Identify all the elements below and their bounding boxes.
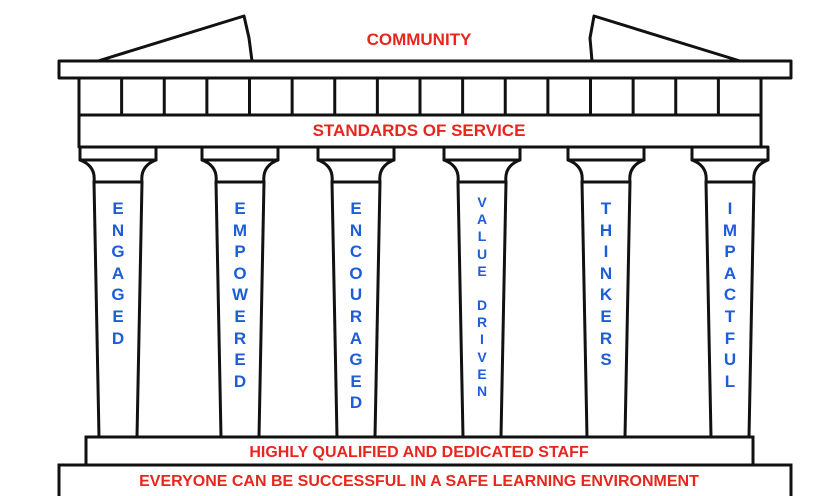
column-letter: N [349,220,363,240]
column-letter: G [111,285,125,305]
column-letter: E [350,371,362,391]
column-letter: H [599,220,613,240]
cornice [57,59,793,80]
column-letter: E [477,365,487,382]
column-letter: K [599,285,613,305]
column-letter: N [476,383,488,400]
column-capital [78,145,158,162]
column-echinus [200,158,280,184]
column-echinus [78,158,158,184]
roof-title: COMMUNITY [366,30,472,49]
column-5 [566,145,646,439]
column-letter: E [600,306,612,326]
column-letter: L [724,371,736,391]
column-letter: M [722,220,738,240]
column-letter: O [233,263,247,283]
foundation-lower-text: EVERYONE CAN BE SUCCESSFUL IN A SAFE LEA… [139,473,699,490]
column-letter: U [476,245,488,262]
column-letter: G [349,350,363,370]
column-letter: R [599,328,613,348]
column-letter: U [723,350,737,370]
column-letter: A [111,263,125,283]
column-letter: R [233,328,247,348]
column-letter: C [349,242,363,262]
column-capital [690,145,770,162]
column-letter: P [234,242,246,262]
column-letter: P [724,242,736,262]
frieze-band [77,113,763,149]
column-letter: E [112,306,124,326]
column-echinus [442,158,522,184]
column-letter: W [231,285,249,305]
lower-step [57,463,793,496]
column-letter: D [111,328,125,348]
column-capital [566,145,646,162]
column-letter: D [349,393,363,413]
column-letter: N [599,263,613,283]
column-letter: I [480,331,484,348]
column-letter: R [349,306,363,326]
column-letter: I [603,242,609,262]
column-letter: E [234,199,246,218]
column-letter: L [477,228,487,245]
column-letter: E [350,199,362,218]
column-capital [200,145,280,162]
column-capital [316,145,396,162]
column-letter: A [349,328,363,348]
column-letter: E [112,199,124,218]
column-letter: D [476,297,488,314]
column-letter: E [234,306,246,326]
column-letter: U [349,285,363,305]
column-echinus [690,158,770,184]
column-letter: R [476,314,488,331]
column-capital [442,145,522,162]
column-letter: C [723,285,737,305]
foundation-upper-text: HIGHLY QUALIFIED AND DEDICATED STAFF [249,444,589,461]
column-echinus [566,158,646,184]
frieze-title: STANDARDS OF SERVICE [312,121,526,140]
column-letter: T [724,306,736,326]
column-letter: O [349,263,363,283]
column-4 [442,145,522,439]
upper-step [84,435,755,467]
column-letter: N [111,220,125,240]
column-letter: T [600,199,612,218]
column-letter: G [111,242,125,262]
column-letter: M [232,220,248,240]
column-3 [316,145,396,439]
column-letter: E [477,262,487,279]
column-letter: A [476,211,488,228]
column-letter: E [234,350,246,370]
column-letter: S [600,350,612,370]
column-letter: F [724,328,736,348]
column-echinus [316,158,396,184]
column-letter: V [477,348,487,365]
column-letter: A [723,263,737,283]
column-letter: V [477,194,487,210]
column-letter: D [233,371,247,391]
column-letter: I [727,199,733,218]
